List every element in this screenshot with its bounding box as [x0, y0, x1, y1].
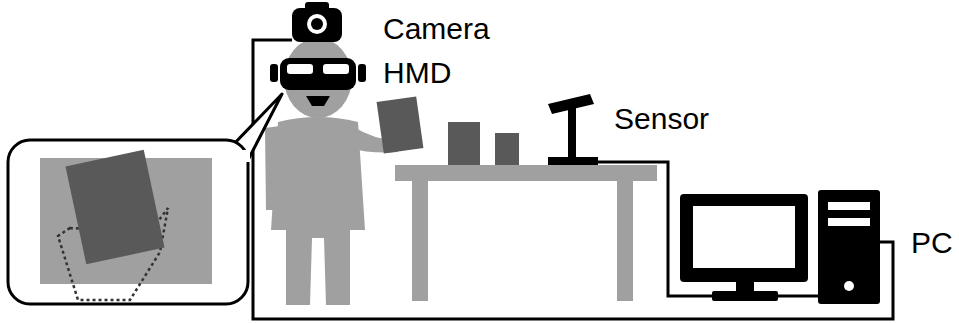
part-label: HMD — [383, 58, 451, 88]
pc-icon — [680, 190, 880, 304]
hmd-icon — [270, 58, 366, 106]
person-silhouette — [265, 38, 398, 305]
cable — [253, 40, 893, 319]
hmd-view-inset — [8, 94, 282, 304]
camera-icon — [292, 2, 342, 42]
object — [495, 133, 519, 165]
part-label: Camera — [383, 14, 490, 44]
part-label: PC — [911, 228, 953, 258]
part-label: Sensor — [614, 104, 709, 134]
sensor-icon — [548, 94, 598, 165]
board — [377, 96, 424, 153]
object — [448, 122, 480, 165]
table — [395, 165, 657, 301]
